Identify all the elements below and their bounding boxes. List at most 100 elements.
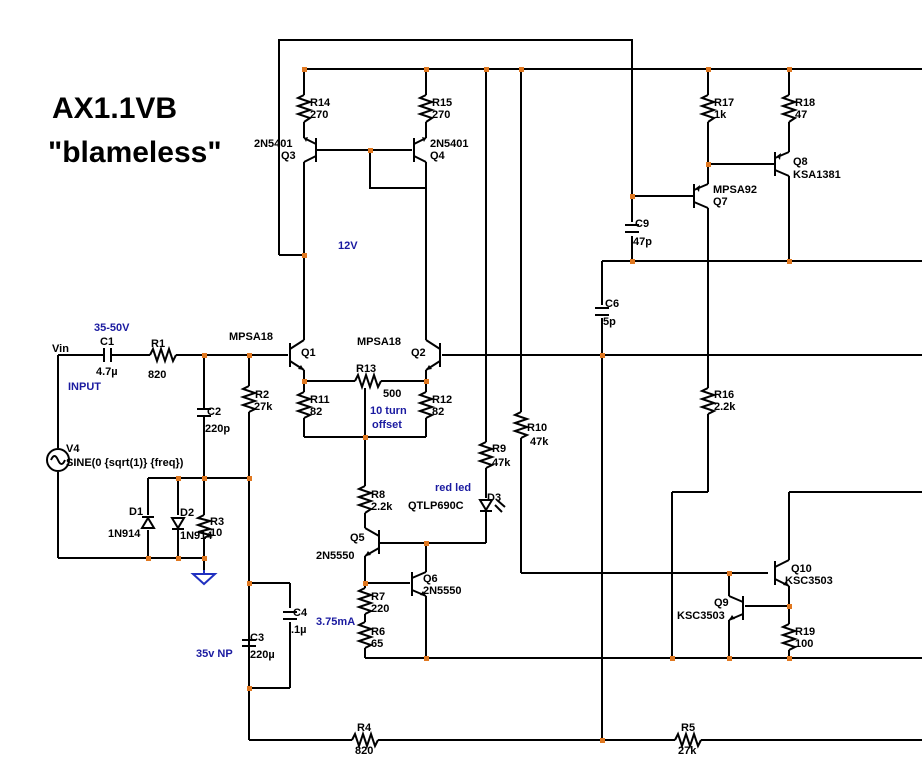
- title-line-1: AX1.1VB: [52, 92, 177, 125]
- label-r3-value: 10: [210, 527, 222, 539]
- source-v4: [46, 448, 70, 472]
- resistor-r14: [294, 94, 314, 123]
- label-c3-value: 220µ: [250, 649, 275, 661]
- transistor-q1: [289, 339, 305, 371]
- label-q9-value: KSC3503: [677, 610, 725, 622]
- label-r16-value: 2.2k: [714, 401, 736, 413]
- transistor-q10: [774, 559, 790, 587]
- label-r10-value: 47k: [530, 436, 549, 448]
- label-r13-ref: R13: [356, 363, 376, 375]
- capacitor-c6: [595, 307, 609, 316]
- label-c2-ref: C2: [207, 406, 221, 418]
- resistor-r5: [674, 730, 702, 750]
- label-c2-value: 220p: [205, 423, 230, 435]
- label-q2-ref: Q2: [411, 347, 426, 359]
- transistor-q7: [693, 183, 709, 209]
- label-d1-ref: D1: [129, 506, 143, 518]
- note-offset-1: 10 turn: [370, 405, 407, 417]
- resistor-r1: [149, 345, 177, 365]
- label-r9-value: 47k: [492, 457, 511, 469]
- label-r6-value: 65: [371, 638, 383, 650]
- label-v4-ref: V4: [66, 443, 80, 455]
- label-q1-ref: Q1: [301, 347, 316, 359]
- label-r17-ref: R17: [714, 97, 734, 109]
- label-r14-ref: R14: [310, 97, 331, 109]
- label-r13-value: 500: [383, 388, 401, 400]
- label-r8-ref: R8: [371, 489, 385, 501]
- label-r10-ref: R10: [527, 422, 547, 434]
- label-c9-ref: C9: [635, 218, 649, 230]
- label-q3-value: 2N5401: [254, 138, 293, 150]
- label-q7-value: MPSA92: [713, 184, 757, 196]
- label-r8-value: 2.2k: [371, 501, 393, 513]
- label-r7-ref: R7: [371, 591, 385, 603]
- resistor-r3: [194, 514, 214, 539]
- label-r2-value: 27k: [254, 401, 273, 413]
- capacitor-c3: [242, 639, 256, 647]
- transistor-q5: [364, 527, 381, 557]
- label-r11-value: 82: [310, 406, 322, 418]
- label-c4-value: .1µ: [291, 624, 307, 636]
- label-r14-value: 270: [310, 109, 328, 121]
- label-q9-ref: Q9: [714, 597, 729, 609]
- label-q4-ref: Q4: [430, 150, 446, 162]
- transistor-q6: [411, 571, 427, 597]
- label-r12-value: 82: [432, 406, 444, 418]
- label-q6-ref: Q6: [423, 573, 438, 585]
- resistor-r8: [355, 485, 375, 514]
- capacitors: [100, 224, 639, 647]
- label-r15-ref: R15: [432, 97, 452, 109]
- label-q8-ref: Q8: [793, 156, 808, 168]
- label-c1-ref: C1: [100, 336, 114, 348]
- label-c3-ref: C3: [250, 632, 264, 644]
- transistor-q4: [413, 137, 427, 163]
- resistor-r9: [476, 441, 496, 469]
- ground-symbol: [190, 570, 218, 586]
- labels: Vin 35-50V INPUT 12V 10 turn offset red …: [52, 97, 841, 757]
- transistor-q8: [774, 151, 790, 177]
- label-r4-value: 820: [355, 745, 373, 757]
- label-r12-ref: R12: [432, 394, 452, 406]
- label-r18-ref: R18: [795, 97, 815, 109]
- title-line-2: "blameless": [48, 136, 222, 169]
- label-q7-ref: Q7: [713, 196, 728, 208]
- capacitor-c2: [197, 405, 211, 420]
- resistor-r13: [354, 371, 382, 391]
- label-r3-ref: R3: [210, 516, 224, 528]
- label-v4-value: SINE(0 {sqrt(1)} {freq}): [66, 457, 184, 469]
- note-red-led: red led: [435, 482, 471, 494]
- label-q3-ref: Q3: [281, 150, 296, 162]
- label-q8-value: KSA1381: [793, 169, 841, 181]
- transistor-q9: [728, 595, 744, 621]
- label-d2-ref: D2: [180, 507, 194, 519]
- resistors: [149, 94, 799, 750]
- note-12v: 12V: [338, 240, 358, 252]
- label-r7-value: 220: [371, 603, 389, 615]
- label-c9-value: 47p: [633, 236, 652, 248]
- capacitor-c9: [625, 224, 639, 233]
- label-r17-value: 1k: [714, 109, 727, 121]
- capacitor-c4: [283, 611, 297, 620]
- label-q5-value: 2N5550: [316, 550, 355, 562]
- label-r5-ref: R5: [681, 722, 695, 734]
- label-r11-ref: R11: [310, 394, 330, 406]
- note-input: INPUT: [68, 381, 101, 393]
- label-q10-ref: Q10: [791, 563, 812, 575]
- diode-d2: [170, 517, 186, 530]
- note-current: 3.75mA: [316, 616, 355, 628]
- resistor-r12: [416, 391, 436, 419]
- resistor-r11: [294, 391, 314, 419]
- label-r5-value: 27k: [678, 745, 697, 757]
- label-c4-ref: C4: [293, 607, 308, 619]
- note-np: 35v NP: [196, 648, 233, 660]
- label-d3-ref: D3: [487, 492, 501, 504]
- label-r6-ref: R6: [371, 626, 385, 638]
- label-q10-value: KSC3503: [785, 575, 833, 587]
- label-r2-ref: R2: [255, 389, 269, 401]
- label-d1-value: 1N914: [108, 528, 141, 540]
- resistor-r16: [698, 387, 718, 415]
- label-q2-value: MPSA18: [357, 336, 401, 348]
- resistor-r6: [355, 621, 375, 649]
- label-q6-value: 2N5550: [423, 585, 462, 597]
